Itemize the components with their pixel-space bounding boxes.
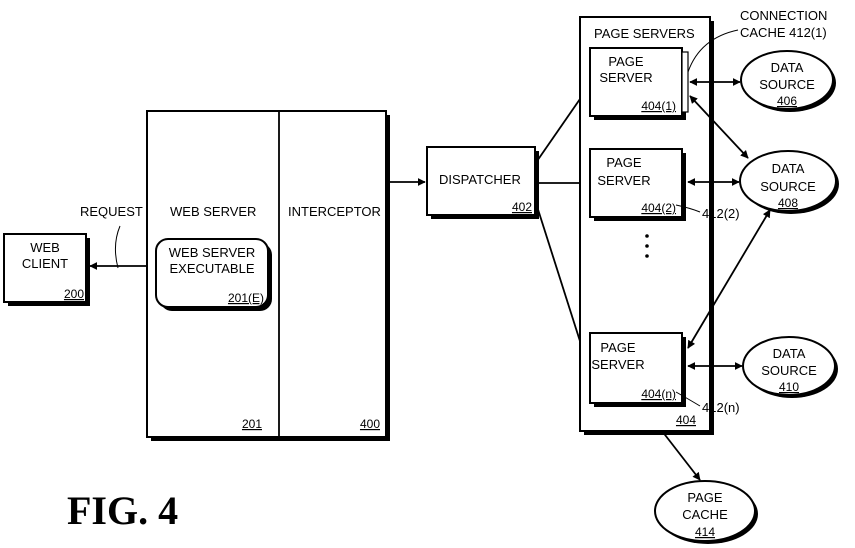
page-server-n-label-line1: PAGE <box>600 340 635 355</box>
figure-label: FIG. 4 <box>67 488 178 533</box>
data-source-410-ref: 410 <box>779 380 799 394</box>
page-servers-ref: 404 <box>676 413 696 427</box>
executable-label-line1: WEB SERVER <box>169 245 255 260</box>
page-server-2-ref: 404(2) <box>641 201 676 215</box>
data-source-410-line2: SOURCE <box>761 363 817 378</box>
data-source-406-line2: SOURCE <box>759 77 815 92</box>
data-source-408-line1: DATA <box>772 161 805 176</box>
page-server-2-box: PAGE SERVER 404(2) <box>590 149 686 221</box>
data-source-408-ref: 408 <box>778 196 798 210</box>
web-server-executable-box: WEB SERVER EXECUTABLE 201(E) <box>156 239 272 311</box>
web-client-label-line1: WEB <box>30 240 60 255</box>
data-source-406-ref: 406 <box>777 94 797 108</box>
executable-ref: 201(E) <box>228 291 264 305</box>
request-leader-line <box>115 226 120 268</box>
page-server-n-label-line2: SERVER <box>591 357 644 372</box>
dispatcher-to-page-server-n-arrow <box>535 200 586 360</box>
page-cache: PAGE CACHE 414 <box>655 481 758 544</box>
data-source-410: DATA SOURCE 410 <box>743 337 838 398</box>
page-server-2-label-line2: SERVER <box>597 173 650 188</box>
page-servers-label: PAGE SERVERS <box>594 26 695 41</box>
page-server-1-ref: 404(1) <box>641 99 676 113</box>
connection-cache-1 <box>682 52 688 112</box>
cache-412-2-label: 412(2) <box>702 206 740 221</box>
data-source-410-line1: DATA <box>773 346 806 361</box>
data-source-406-line1: DATA <box>771 60 804 75</box>
web-client-label-line2: CLIENT <box>22 256 68 271</box>
dispatcher-label: DISPATCHER <box>439 172 521 187</box>
page-cache-line1: PAGE <box>687 490 722 505</box>
interceptor-ref: 400 <box>360 417 380 431</box>
page-server-n-ref: 404(n) <box>641 387 676 401</box>
dispatcher-ref: 402 <box>512 200 532 214</box>
interceptor-label: INTERCEPTOR <box>288 204 381 219</box>
data-source-408: DATA SOURCE 408 <box>740 151 839 214</box>
dispatcher-box: DISPATCHER 402 <box>427 147 539 219</box>
page-cache-line2: CACHE <box>682 507 728 522</box>
page-server-1-label-line2: SERVER <box>599 70 652 85</box>
page-server-1-label-line1: PAGE <box>608 54 643 69</box>
executable-label-line2: EXECUTABLE <box>169 261 254 276</box>
web-client-box: WEB CLIENT 200 <box>4 234 90 306</box>
page-servers-to-page-cache-arrow <box>662 431 700 480</box>
connection-cache-label-line1: CONNECTION <box>740 8 827 23</box>
request-label: REQUEST <box>80 204 143 219</box>
page-cache-ref: 414 <box>695 525 715 539</box>
connection-cache-label-line2: CACHE 412(1) <box>740 25 827 40</box>
web-server-ref: 201 <box>242 417 262 431</box>
web-server-label: WEB SERVER <box>170 204 256 219</box>
data-source-408-line2: SOURCE <box>760 179 816 194</box>
web-client-ref: 200 <box>64 287 84 301</box>
page-server-1-box: PAGE SERVER 404(1) <box>590 48 688 120</box>
cache-412-n-label: 412(n) <box>702 400 740 415</box>
page-server-2-label-line1: PAGE <box>606 155 641 170</box>
data-source-406: DATA SOURCE 406 <box>741 51 836 112</box>
page-server-n-box: PAGE SERVER 404(n) <box>590 333 686 407</box>
